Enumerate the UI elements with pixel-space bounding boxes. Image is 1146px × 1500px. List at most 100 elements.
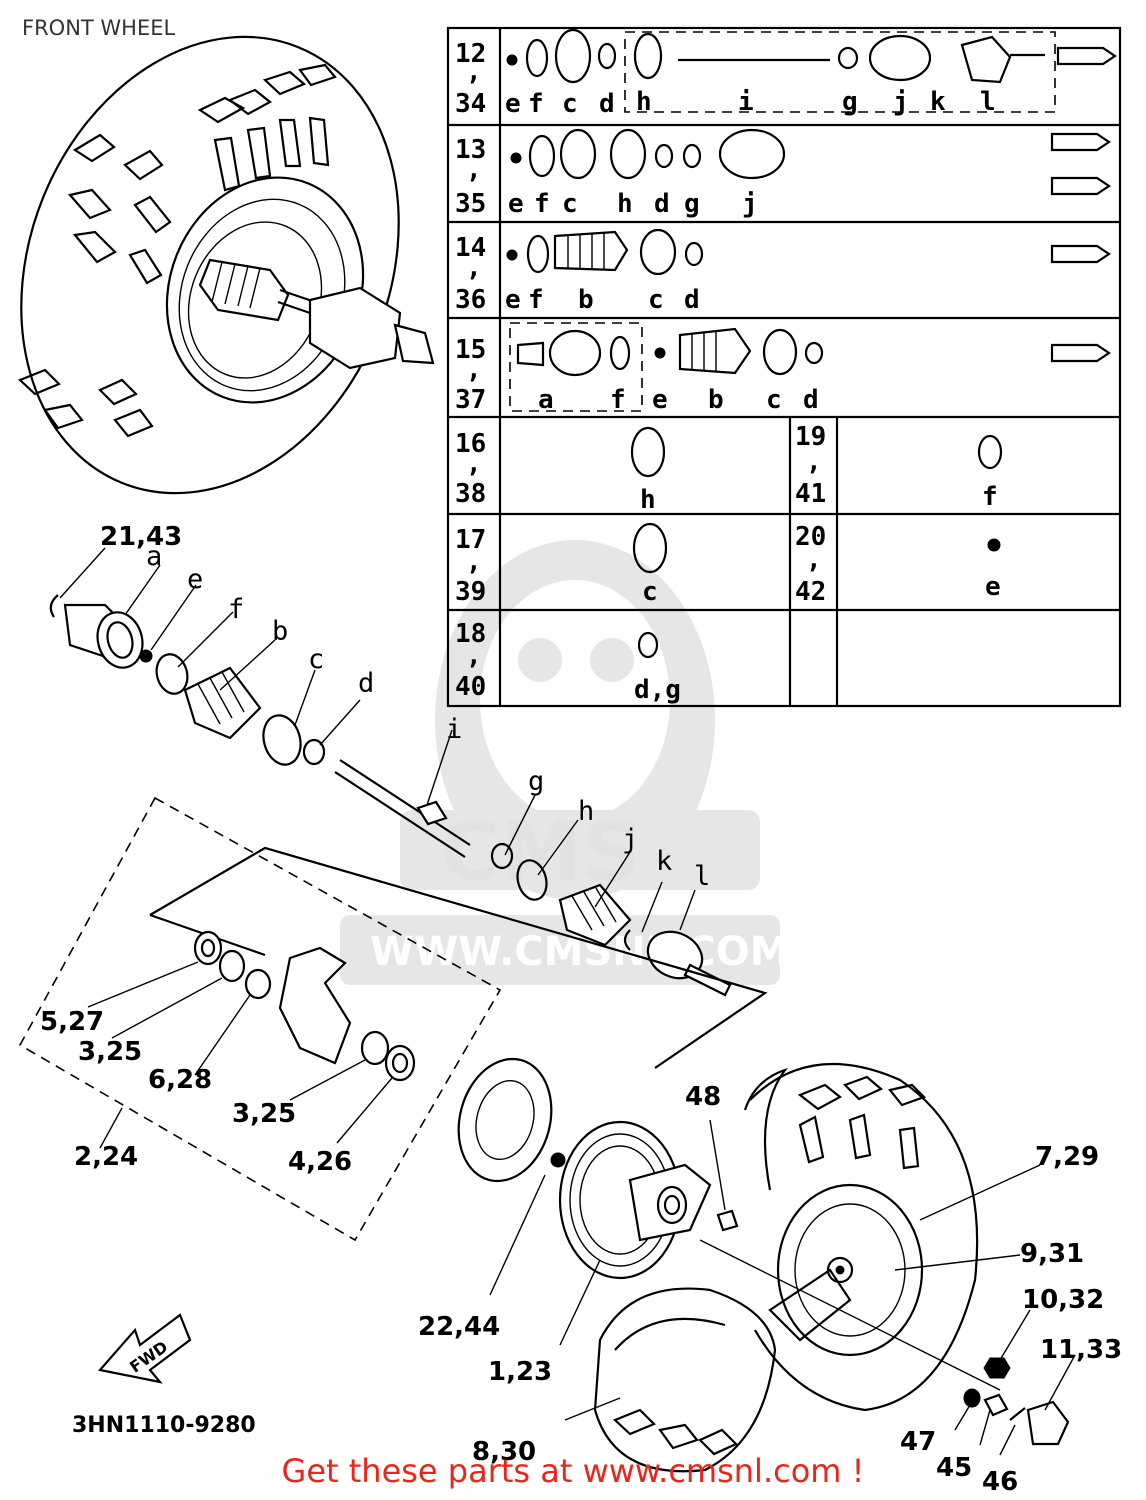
row13-j: j <box>742 189 758 219</box>
callout-11-33: 11,33 <box>1040 1335 1122 1365</box>
label-h: h <box>578 796 594 827</box>
label-l: l <box>694 861 710 892</box>
cell-16-bottom: 38 <box>455 479 486 509</box>
footer-link[interactable]: Get these parts at www.cmsnl.com ! <box>281 1452 865 1490</box>
watermark-logo: CMS <box>440 805 641 900</box>
cell18-letter: d,g <box>634 675 681 705</box>
row-15-bottom: 37 <box>455 385 486 415</box>
label-e: e <box>187 564 203 595</box>
row12-l: l <box>980 87 996 117</box>
parts-table: 12 , 34 e f c d h i g j k l 13 , 35 <box>446 26 1122 708</box>
fwd-arrow: FWD <box>97 1313 192 1384</box>
callout-7-29: 7,29 <box>1035 1142 1099 1172</box>
row12-h: h <box>636 87 652 117</box>
row14-b: b <box>578 285 594 315</box>
row15-d: d <box>803 385 819 415</box>
page-title: FRONT WHEEL <box>22 16 176 40</box>
row15-b: b <box>708 385 724 415</box>
label-b: b <box>272 616 288 647</box>
cell-20-top: 20 <box>795 522 826 552</box>
cell-18-top: 18 <box>455 619 486 649</box>
svg-text:,: , <box>466 155 482 185</box>
row15-e: e <box>652 385 668 415</box>
row-13-top: 13 <box>455 135 486 165</box>
callout-10-32: 10,32 <box>1022 1285 1104 1315</box>
row12-i: i <box>738 87 754 117</box>
row-14-top: 14 <box>455 233 486 263</box>
row13-c: c <box>562 189 578 219</box>
row13-g: g <box>684 189 700 219</box>
callout-45: 45 <box>936 1453 972 1483</box>
cell20-letter: e <box>985 572 1001 602</box>
row15-f: f <box>610 385 626 415</box>
svg-text:,: , <box>466 355 482 385</box>
row14-c: c <box>648 285 664 315</box>
row-12-top: 12 <box>455 39 486 69</box>
cell19-letter: f <box>982 482 998 512</box>
label-g: g <box>528 766 544 797</box>
callout-22-44: 22,44 <box>418 1312 500 1342</box>
callout-21-43: 21,43 <box>100 522 182 552</box>
row13-h: h <box>617 189 633 219</box>
cell-20-bottom: 42 <box>795 577 826 607</box>
label-c: c <box>308 644 324 675</box>
callout-2-24: 2,24 <box>74 1142 138 1172</box>
row12-e: e <box>505 89 521 119</box>
label-a: a <box>146 541 162 572</box>
cell16-letter: h <box>640 485 656 515</box>
callout-46: 46 <box>982 1467 1018 1497</box>
row12-k: k <box>930 87 946 117</box>
label-i: i <box>446 714 462 745</box>
bottom-wheel-assembly: 7,29 9,31 10,32 11,33 47 45 46 8,30 <box>472 1062 1122 1497</box>
row14-f: f <box>528 285 544 315</box>
label-f: f <box>228 594 244 625</box>
knuckle-assembly: 5,27 3,25 6,28 3,25 4,26 2,24 <box>18 796 768 1242</box>
callout-48: 48 <box>685 1082 721 1112</box>
row12-g: g <box>842 87 858 117</box>
label-k: k <box>656 846 672 877</box>
svg-text:,: , <box>466 641 482 671</box>
cmsnl-watermark: CMS WWW.CMSNL.COM <box>340 540 790 985</box>
svg-text:,: , <box>466 253 482 283</box>
row12-d: d <box>599 89 615 119</box>
row12-f: f <box>528 89 544 119</box>
svg-text:,: , <box>466 449 482 479</box>
row-14-bottom: 36 <box>455 285 486 315</box>
callout-1-23: 1,23 <box>488 1357 552 1387</box>
label-j: j <box>622 824 638 855</box>
top-wheel-assembly <box>17 35 435 495</box>
cell-18-bottom: 40 <box>455 672 486 702</box>
callout-8-30: 8,30 <box>472 1437 536 1467</box>
callout-4-26: 4,26 <box>288 1147 352 1177</box>
svg-text:,: , <box>806 447 822 477</box>
cell-17-bottom: 39 <box>455 577 486 607</box>
row14-d: d <box>684 285 700 315</box>
cell-19-bottom: 41 <box>795 479 826 509</box>
brake-hub-assembly: 22,44 1,23 48 <box>418 1057 739 1387</box>
cell-19-top: 19 <box>795 422 826 452</box>
drive-shaft-exploded: a e f b c d i g h j k l 21,43 <box>49 522 732 997</box>
row12-j: j <box>893 87 909 117</box>
svg-text:,: , <box>806 545 822 575</box>
row13-d: d <box>654 189 670 219</box>
row-15-top: 15 <box>455 335 486 365</box>
watermark-url: WWW.CMSNL.COM <box>370 929 790 975</box>
row15-a: a <box>538 385 554 415</box>
callout-6-28: 6,28 <box>148 1065 212 1095</box>
part-code: 3HN1110-9280 <box>72 1413 256 1438</box>
row-13-bottom: 35 <box>455 189 486 219</box>
cell-16-top: 16 <box>455 429 486 459</box>
row-12-bottom: 34 <box>455 89 486 119</box>
callout-9-31: 9,31 <box>1020 1239 1084 1269</box>
row13-f: f <box>534 189 550 219</box>
cell17-letter: c <box>642 577 658 607</box>
row15-c: c <box>766 385 782 415</box>
callout-47: 47 <box>900 1427 936 1457</box>
callout-3-25-b: 3,25 <box>232 1099 296 1129</box>
row13-e: e <box>508 189 524 219</box>
callout-3-25-a: 3,25 <box>78 1037 142 1067</box>
label-d: d <box>358 668 374 699</box>
row12-c: c <box>562 89 578 119</box>
svg-text:,: , <box>466 547 482 577</box>
